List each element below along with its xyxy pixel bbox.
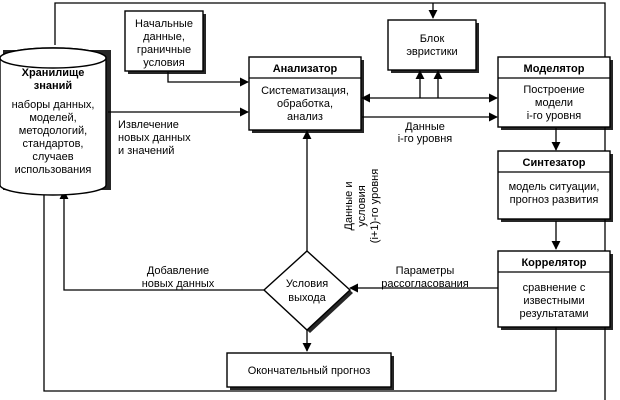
analyzer-body-line-1: обработка, <box>277 98 333 110</box>
storage-body-line-0: наборы данных, <box>12 99 95 111</box>
exit-condition-line-1: выхода <box>288 292 326 304</box>
storage-body-line-2: методологий, <box>19 125 87 137</box>
exit-condition-diamond: Условия выхода <box>262 250 353 333</box>
extract-line-1: новых данных <box>118 132 191 144</box>
extract-line-0: Извлечение <box>118 119 179 131</box>
storage-body-line-3: стандартов, <box>23 138 84 150</box>
correlator-body-line-1: известными <box>523 295 584 307</box>
analyzer-body-line-2: анализ <box>287 111 323 123</box>
analyzer-box: Анализатор Систематизация,обработка,анал… <box>248 56 364 133</box>
arrow-initial-to-analyzer <box>167 72 249 87</box>
heuristics-line-1: эвристики <box>406 46 457 58</box>
synthesizer-body-line-0: модель ситуации, <box>509 181 600 193</box>
storage-body-line-1: моделей, <box>29 112 76 124</box>
add-data-line-0: Добавление <box>147 265 209 277</box>
final-forecast-box: Окончательный прогноз <box>226 352 394 390</box>
arrow-exit-to-storage <box>59 190 264 291</box>
next-level-line-0: Данные и <box>343 182 355 231</box>
initial-data-line-0: Начальные <box>135 18 193 30</box>
next-level-line-2: (i+1)-го уровня <box>369 169 381 243</box>
data-level-line-0: Данные <box>405 121 445 133</box>
knowledge-storage: Хранилище знаний наборы данных,моделей,м… <box>0 47 111 196</box>
synthesizer-body-line-1: прогноз развития <box>510 194 599 206</box>
synthesizer-box: Синтезатор модель ситуации,прогноз разви… <box>497 150 613 222</box>
correlator-body-line-2: результатами <box>520 308 589 320</box>
storage-title-1: Хранилище <box>22 67 85 79</box>
correlator-body-line-0: сравнение с <box>523 282 586 294</box>
params-line-0: Параметры <box>396 265 455 277</box>
modeler-body-line-2: i-го уровня <box>527 110 582 122</box>
synthesizer-title: Синтезатор <box>523 157 586 169</box>
analyzer-body-line-0: Систематизация, <box>261 85 349 97</box>
analyzer-title: Анализатор <box>273 63 338 75</box>
storage-body-line-4: случаев <box>32 151 73 163</box>
data-level-line-1: i-го уровня <box>398 133 453 145</box>
add-data-line-1: новых данных <box>142 278 215 290</box>
correlator-box: Коррелятор сравнение сизвестнымирезульта… <box>497 250 613 330</box>
initial-data-line-2: граничные <box>137 44 191 56</box>
arrow-correlator-bottom-loop <box>43 185 557 392</box>
initial-data-line-1: данные, <box>143 31 185 43</box>
modeler-title: Моделятор <box>524 63 585 75</box>
modeler-body-line-0: Построение <box>523 84 584 96</box>
extract-line-2: и значений <box>118 145 174 157</box>
initial-data-line-3: условия <box>143 57 185 69</box>
next-level-line-1: условия <box>356 185 368 227</box>
final-forecast-label: Окончательный прогноз <box>248 365 371 377</box>
storage-title-2: знаний <box>34 80 72 92</box>
modeler-body-line-1: модели <box>535 97 573 109</box>
storage-body-line-5: использования <box>15 164 92 176</box>
params-line-1: рассогласования <box>381 278 469 290</box>
heuristics-line-0: Блок <box>420 33 445 45</box>
correlator-title: Коррелятор <box>521 257 586 269</box>
exit-condition-line-0: Условия <box>286 278 328 290</box>
